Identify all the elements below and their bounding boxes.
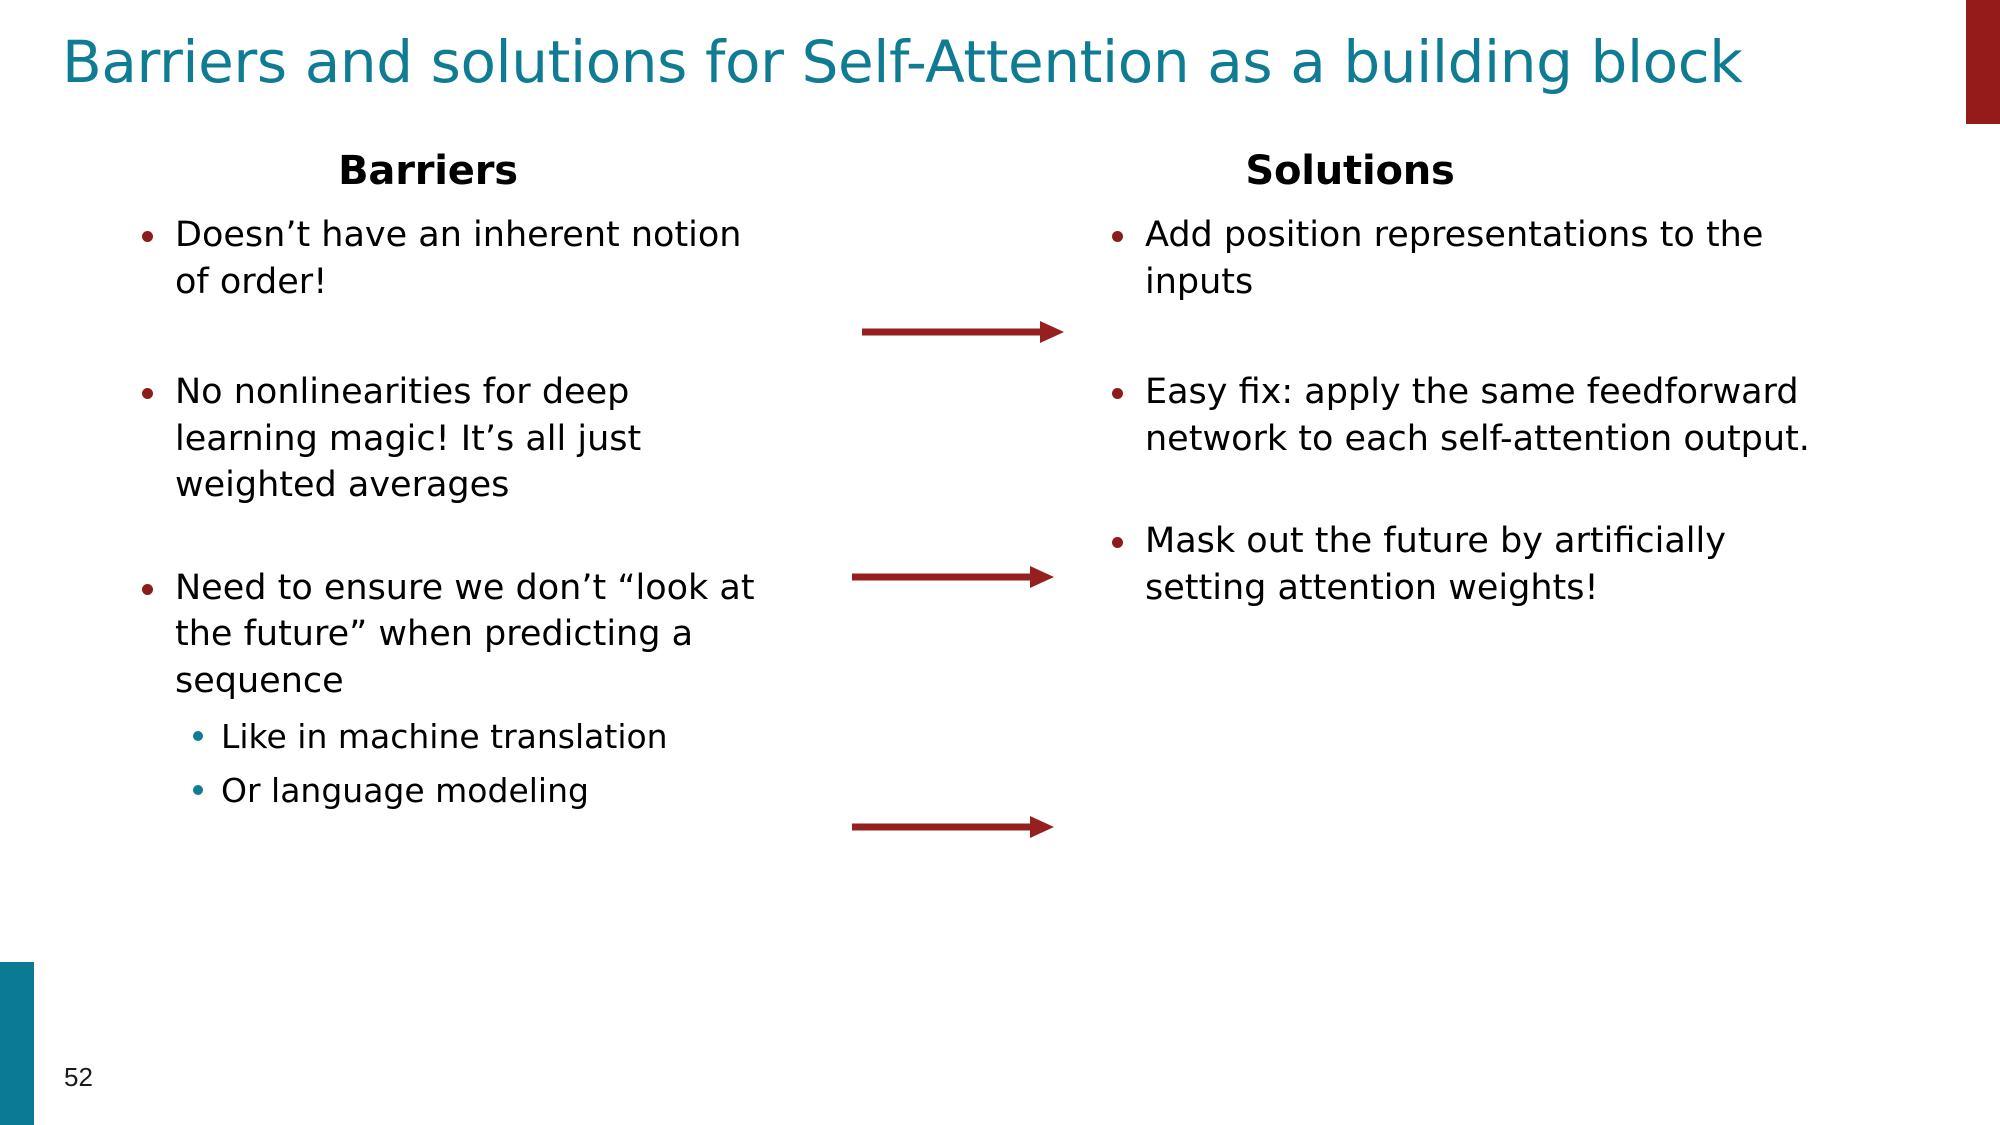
bullet-dot-icon bbox=[142, 231, 153, 242]
list-item: Add position representations to the inpu… bbox=[1090, 212, 1850, 305]
arrow-barrier-3-to-solution-3 bbox=[850, 810, 1056, 844]
list-item: Or language modeling bbox=[175, 764, 760, 817]
page-number: 52 bbox=[64, 1062, 93, 1092]
accent-bar-top-right bbox=[1966, 0, 2000, 124]
sub-bullet-text: Like in machine translation bbox=[221, 717, 668, 757]
barriers-sub-bullet-list: Like in machine translation Or language … bbox=[175, 710, 760, 817]
bullet-dot-icon bbox=[1112, 388, 1123, 400]
accent-bar-bottom-left bbox=[0, 962, 34, 1125]
solutions-column: Solutions Add position representations t… bbox=[1090, 148, 1850, 611]
bullet-text: No nonlinearities for deep learning magi… bbox=[175, 372, 642, 506]
barriers-column: Barriers Doesn’t have an inherent notion… bbox=[120, 148, 760, 817]
bullet-text: Mask out the future by artificially sett… bbox=[1145, 521, 1726, 608]
barriers-bullet-list: Doesn’t have an inherent notion of order… bbox=[120, 212, 760, 817]
bullet-dot-icon bbox=[142, 583, 153, 595]
list-item: No nonlinearities for deep learning magi… bbox=[120, 369, 760, 509]
bullet-dot-icon bbox=[142, 388, 153, 400]
bullet-dot-icon bbox=[1112, 537, 1123, 549]
list-item: Easy fix: apply the same feedforward net… bbox=[1090, 369, 1850, 462]
bullet-text: Need to ensure we don’t “look at the fut… bbox=[175, 567, 755, 701]
barriers-heading: Barriers bbox=[338, 148, 518, 194]
bullet-text: Add position representations to the inpu… bbox=[1145, 215, 1764, 302]
solutions-bullet-list: Add position representations to the inpu… bbox=[1090, 212, 1850, 611]
bullet-text: Doesn’t have an inherent notion of order… bbox=[175, 215, 742, 302]
solutions-heading: Solutions bbox=[1245, 148, 1455, 194]
bullet-dot-icon bbox=[1112, 231, 1123, 242]
list-item: Need to ensure we don’t “look at the fut… bbox=[120, 565, 760, 818]
list-item: Like in machine translation bbox=[175, 710, 760, 763]
page-title: Barriers and solutions for Self-Attentio… bbox=[62, 28, 1743, 96]
sub-bullet-dot-icon bbox=[193, 731, 203, 742]
sub-bullet-dot-icon bbox=[193, 784, 203, 795]
bullet-text: Easy fix: apply the same feedforward net… bbox=[1145, 372, 1810, 459]
sub-bullet-text: Or language modeling bbox=[221, 770, 589, 810]
arrow-barrier-2-to-solution-2 bbox=[850, 560, 1056, 594]
arrow-barrier-1-to-solution-1 bbox=[860, 315, 1066, 349]
list-item: Doesn’t have an inherent notion of order… bbox=[120, 212, 760, 305]
list-item: Mask out the future by artificially sett… bbox=[1090, 518, 1850, 611]
